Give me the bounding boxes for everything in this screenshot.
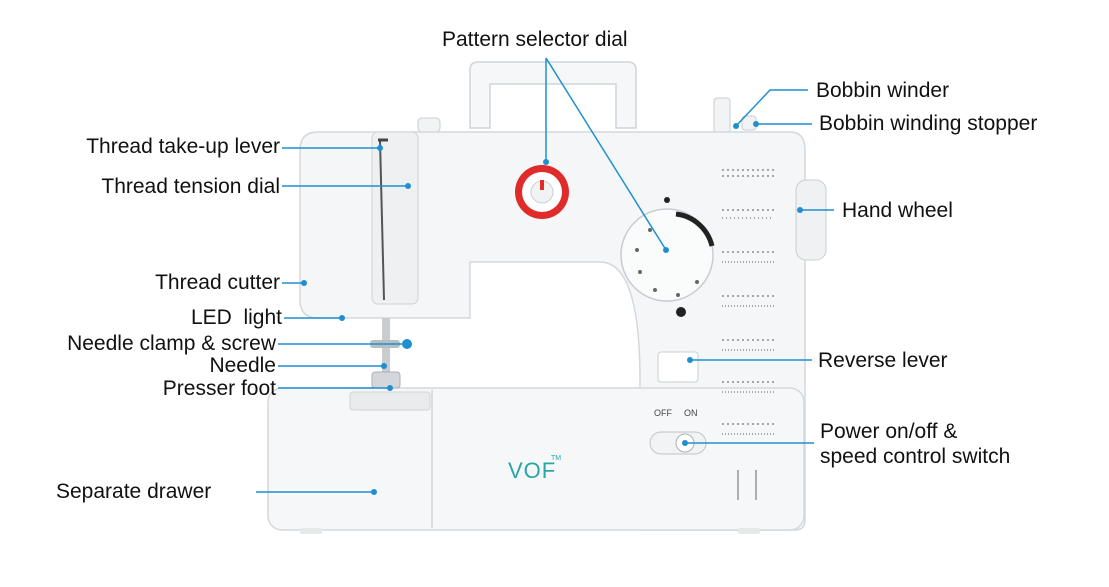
- brand-logo-art: VOF: [508, 458, 556, 483]
- callout-lines: [256, 57, 834, 493]
- label-presser-foot: Presser foot: [162, 377, 276, 400]
- reverse-lever: [657, 351, 699, 383]
- base-bed: [267, 387, 805, 531]
- label-power-line1: Power on/off &: [820, 420, 958, 443]
- label-thread-takeup-lever: Thread take-up lever: [86, 135, 280, 158]
- stitch-dial: [620, 208, 714, 302]
- label-led-light: LED light: [190, 306, 282, 329]
- label-thread-cutter: Thread cutter: [155, 271, 280, 294]
- label-needle: Needle: [209, 354, 276, 377]
- carry-handle: [469, 61, 637, 129]
- label-power-switch: Power on/off & speed control switch: [820, 419, 1010, 469]
- label-hand-wheel: Hand wheel: [842, 199, 953, 222]
- label-pattern-selector-dial: Pattern selector dial: [442, 28, 628, 51]
- head-panel: [371, 131, 419, 305]
- label-power-line2: speed control switch: [820, 445, 1011, 468]
- switch-off-label: OFF: [654, 408, 672, 418]
- brand-trademark: TM: [551, 455, 562, 462]
- hand-wheel: [795, 179, 827, 261]
- label-bobbin-winder: Bobbin winder: [816, 79, 950, 102]
- label-thread-tension-dial: Thread tension dial: [101, 175, 280, 198]
- label-separate-drawer: Separate drawer: [56, 480, 212, 503]
- label-bobbin-winding-stopper: Bobbin winding stopper: [819, 112, 1038, 135]
- stitch-chart: [722, 169, 774, 500]
- bobbin-winder-spindle: [713, 97, 731, 135]
- label-needle-clamp-screw: Needle clamp & screw: [67, 332, 276, 355]
- switch-on-label: ON: [684, 408, 698, 418]
- label-reverse-lever: Reverse lever: [818, 349, 948, 372]
